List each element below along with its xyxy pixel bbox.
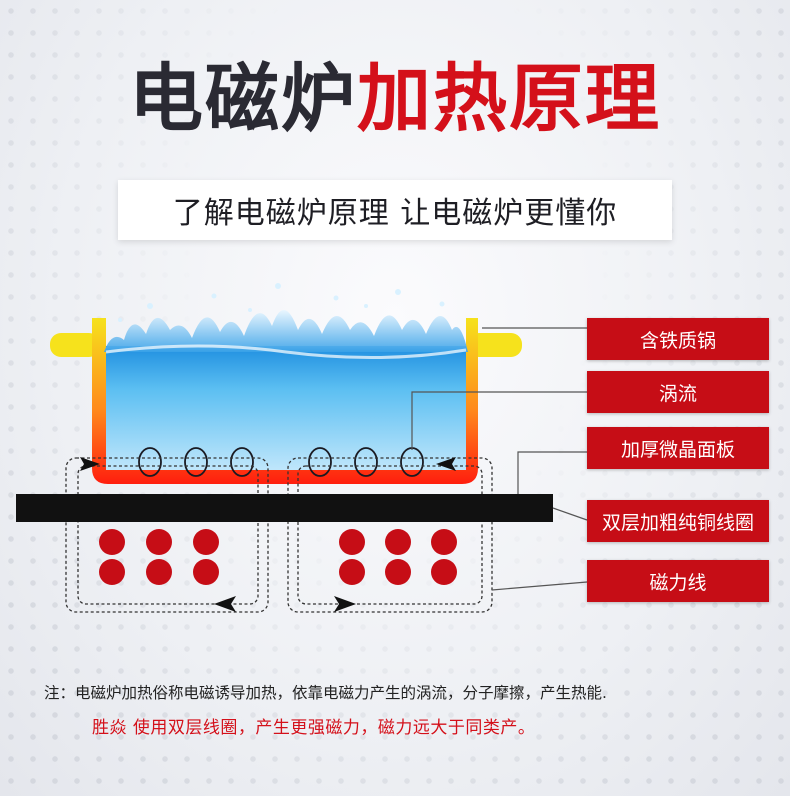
leader-lines xyxy=(411,327,588,591)
coil-dot xyxy=(339,559,365,585)
subtitle-text: 了解电磁炉原理 让电磁炉更懂你 xyxy=(172,196,618,231)
eddy-oval xyxy=(308,447,332,477)
copper-coils xyxy=(99,529,457,585)
pot-handle-right xyxy=(468,333,522,357)
coil-dot xyxy=(146,529,172,555)
label-coil: 双层加粗纯铜线圈 xyxy=(587,500,769,542)
leader-coil xyxy=(552,507,588,521)
flux-loop-right-outer xyxy=(287,457,493,613)
eddy-oval xyxy=(184,447,208,477)
arrow-right-icon xyxy=(80,457,100,471)
leader-panel xyxy=(517,451,587,494)
coil-dot xyxy=(193,529,219,555)
page-title: 电磁炉加热原理 xyxy=(0,62,790,136)
coil-dot xyxy=(146,559,172,585)
label-panel: 加厚微晶面板 xyxy=(587,427,769,469)
arrow-right-icon xyxy=(334,596,356,612)
subtitle-bar: 了解电磁炉原理 让电磁炉更懂你 xyxy=(118,180,672,240)
magnetic-flux-lines xyxy=(65,457,493,613)
coil-dot xyxy=(193,559,219,585)
coil-dot xyxy=(431,529,457,555)
eddy-oval xyxy=(230,447,254,477)
pot-handle-left xyxy=(50,333,100,357)
label-pot: 含铁质锅 xyxy=(587,318,769,360)
splash-droplets xyxy=(118,283,445,322)
pot-handles xyxy=(50,333,522,357)
label-flux: 磁力线 xyxy=(587,560,769,602)
ceramic-panel xyxy=(16,494,553,522)
note-line-1: 注：电磁炉加热俗称电磁诱导加热，依靠电磁力产生的涡流，分子摩擦，产生热能. xyxy=(44,684,607,702)
coil-dot xyxy=(339,529,365,555)
arrow-left-icon xyxy=(436,457,456,471)
flux-arrows xyxy=(80,457,456,612)
leader-flux xyxy=(491,581,588,591)
coil-dot xyxy=(99,559,125,585)
flux-loop-left-outer xyxy=(65,457,269,613)
title-part-dark: 电磁炉 xyxy=(129,56,357,142)
coil-dot xyxy=(385,529,411,555)
coil-dot xyxy=(99,529,125,555)
note-line-2: 胜焱 使用双层线圈，产生更强磁力，磁力远大于同类产。 xyxy=(92,718,536,738)
arrow-left-icon xyxy=(214,596,236,612)
eddy-oval xyxy=(354,447,378,477)
eddy-oval xyxy=(138,447,162,477)
flux-loop-right-inner xyxy=(297,465,483,605)
coil-dot xyxy=(385,559,411,585)
label-eddy: 涡流 xyxy=(587,371,769,413)
title-part-red: 加热原理 xyxy=(357,56,661,142)
leader-eddy xyxy=(411,391,587,450)
coil-dot xyxy=(431,559,457,585)
water-splash xyxy=(104,309,468,352)
flux-loop-left-inner xyxy=(77,465,259,605)
